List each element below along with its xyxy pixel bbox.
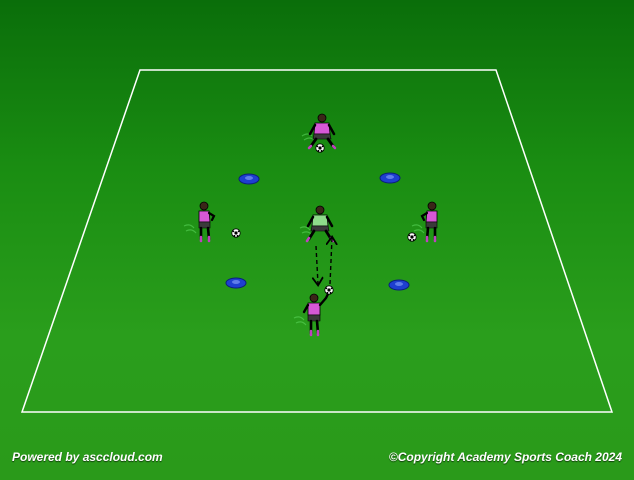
- movement-arrow-up: [330, 238, 332, 285]
- movement-arrow-down: [316, 245, 318, 284]
- ball-bottom: [324, 285, 334, 295]
- goalkeeper-center: [299, 205, 335, 243]
- ball-right: [407, 232, 417, 242]
- cone-top-left: [238, 173, 260, 185]
- player-left: [183, 201, 216, 243]
- player-top: [301, 113, 337, 150]
- cone-bottom-left: [225, 277, 247, 289]
- copyright-label: ©Copyright Academy Sports Coach 2024: [388, 450, 622, 464]
- cone-top-right: [379, 172, 401, 184]
- player-bottom: [293, 290, 331, 337]
- cone-bottom-right: [388, 279, 410, 291]
- player-right: [411, 201, 438, 243]
- ball-left: [231, 228, 241, 238]
- powered-by-label: Powered by asccloud.com: [12, 450, 163, 464]
- pitch-boundary: [20, 69, 614, 413]
- ball-top: [315, 143, 325, 153]
